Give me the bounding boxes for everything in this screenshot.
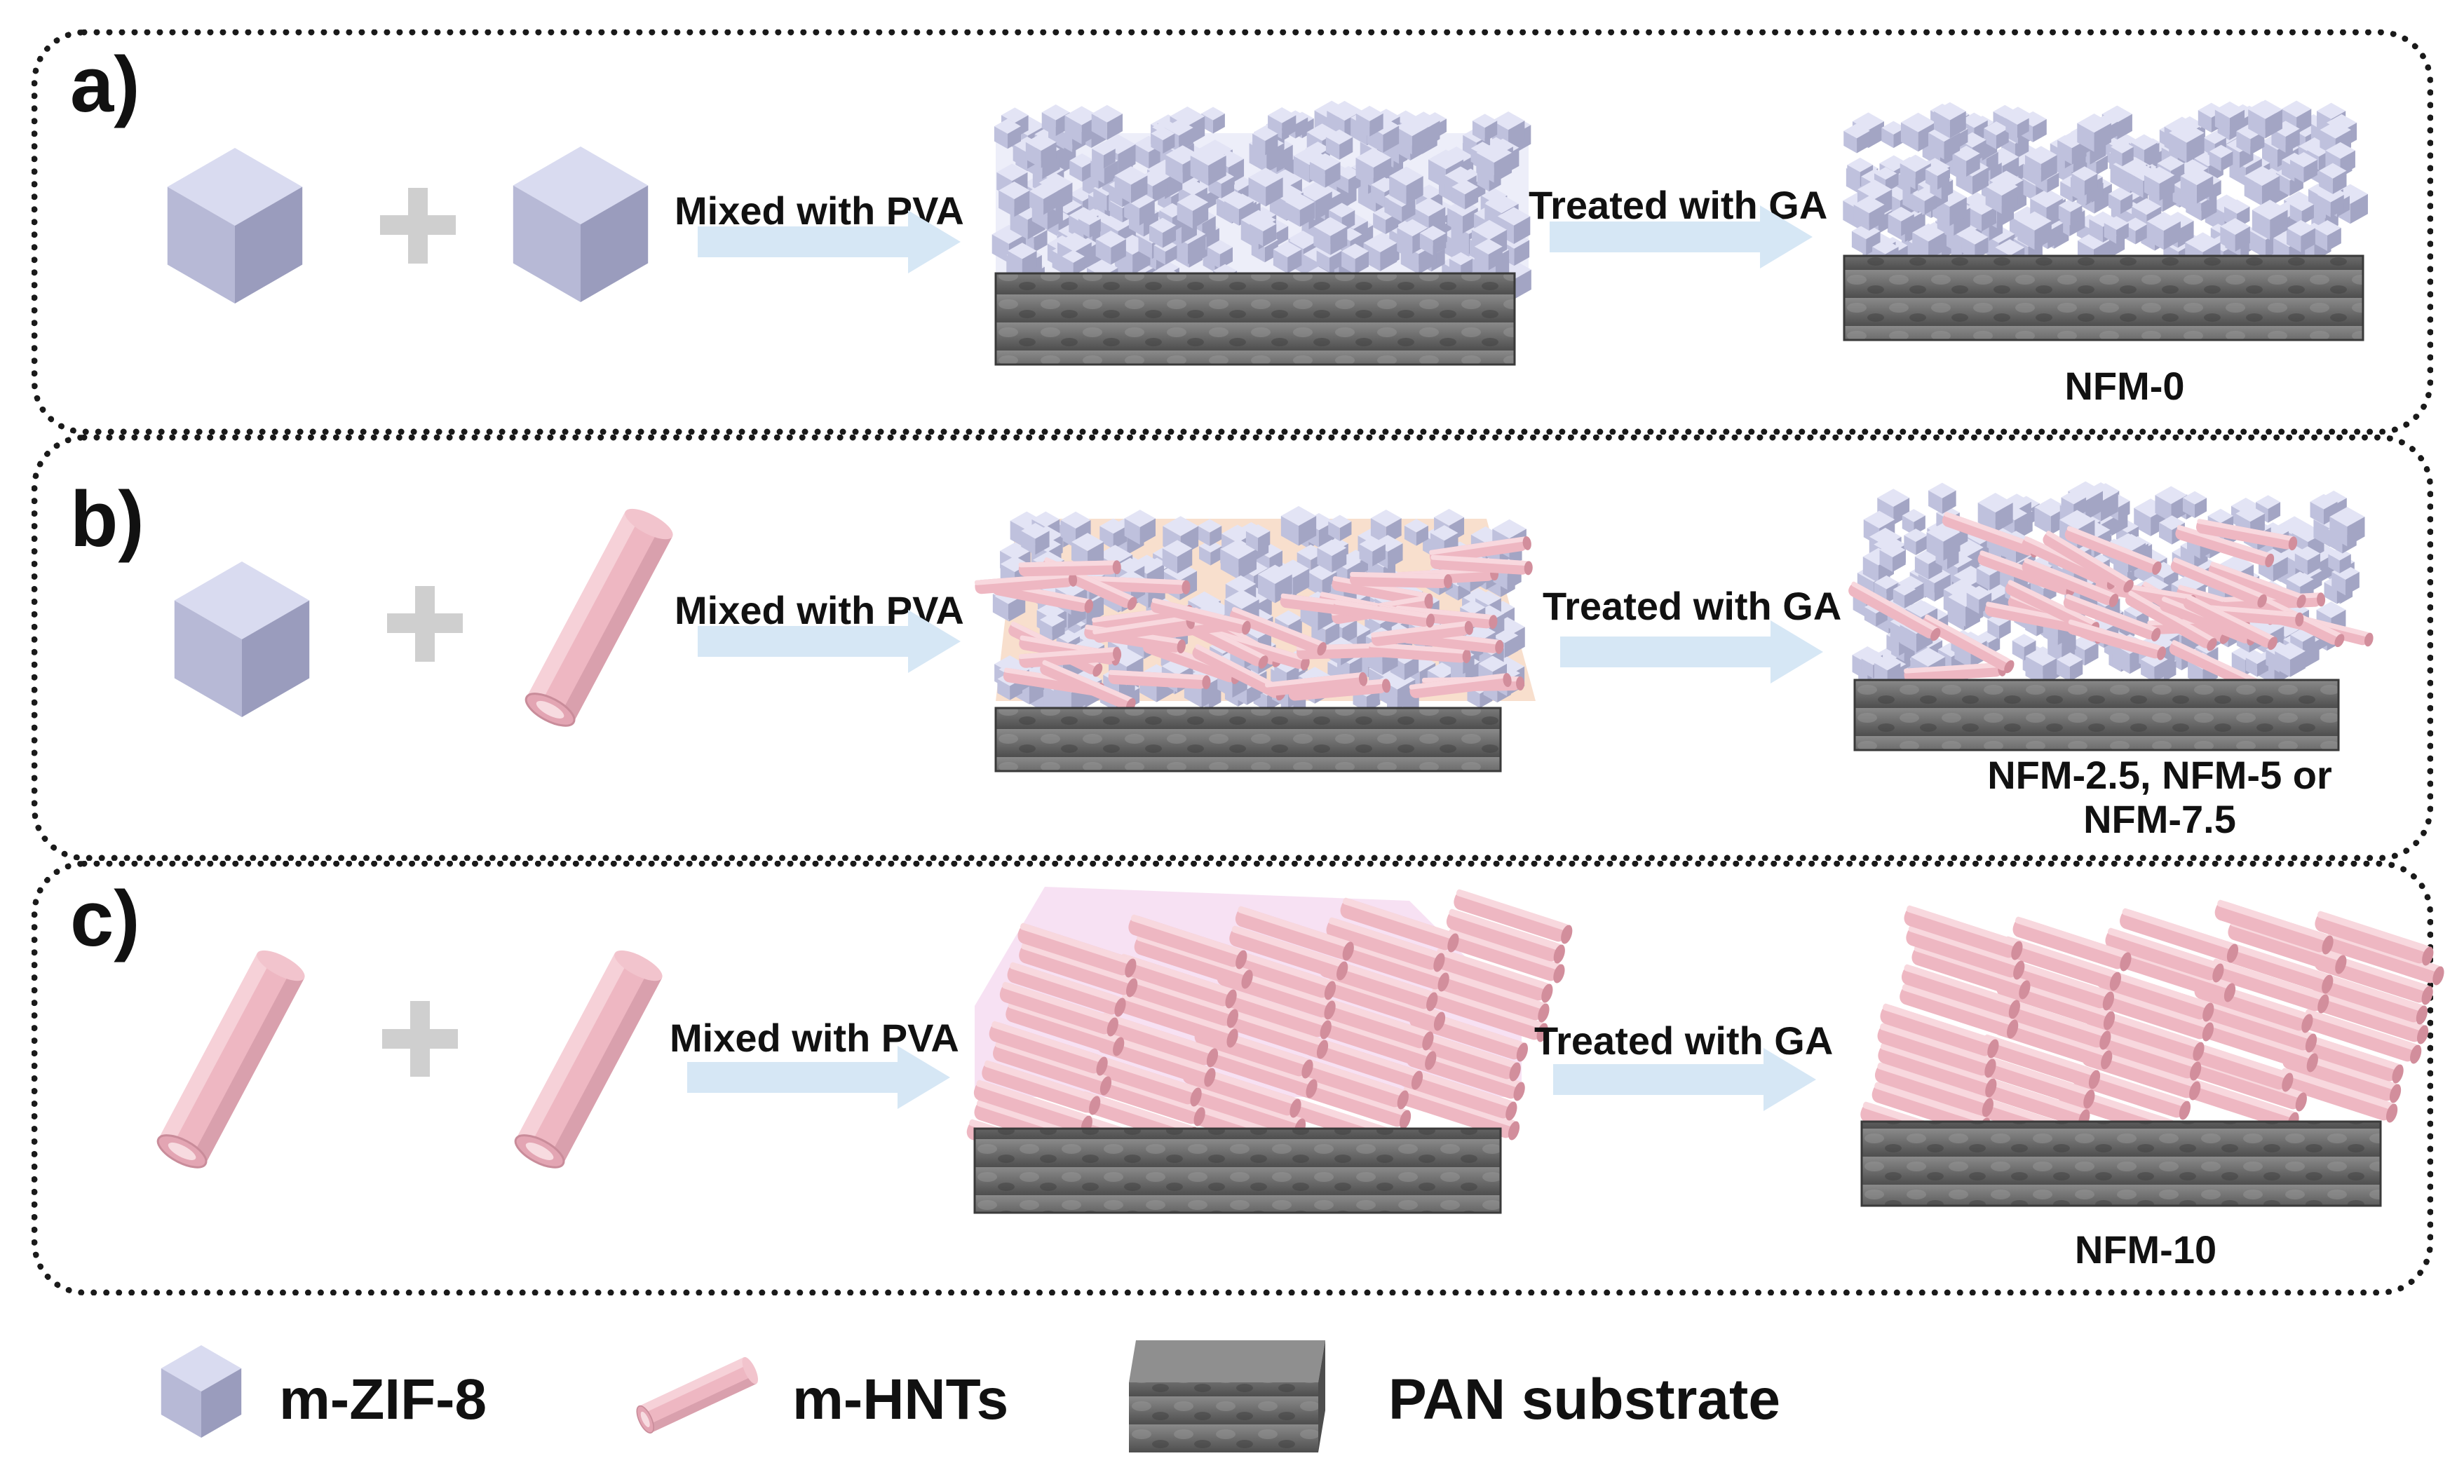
hnt-tube-icon [510, 943, 668, 1175]
plus-icon-vertical [408, 188, 428, 264]
product-label: NFM-0 [2064, 364, 2185, 408]
legend-zif-label: m-ZIF-8 [279, 1368, 487, 1431]
product-label-line2: NFM-7.5 [2083, 796, 2236, 841]
arrow-icon [1560, 620, 1823, 683]
legend-hnt-label: m-HNTs [792, 1368, 1009, 1431]
plus-icon-vertical [415, 586, 435, 662]
step1-label: Mixed with PVA [670, 1016, 959, 1060]
product-label-line1: NFM-2.5, NFM-5 or [1987, 753, 2332, 797]
panel-a [32, 29, 2433, 435]
plus-icon-vertical [410, 1001, 430, 1077]
step2-label: Treated with GA [1543, 584, 1842, 628]
panel-c-letter: c) [70, 875, 140, 962]
panel-b [32, 435, 2433, 861]
panel-c [32, 861, 2433, 1295]
zif-particle-icon [174, 561, 310, 717]
legend-zif-icon [161, 1345, 242, 1438]
legend-pan-label: PAN substrate [1388, 1368, 1780, 1431]
panel-a-letter: a) [70, 41, 140, 128]
step2-label: Treated with GA [1534, 1019, 1834, 1063]
legend-pan-icon [1129, 1340, 1325, 1452]
arrow-icon [687, 1046, 950, 1109]
product-label: NFM-10 [2074, 1227, 2217, 1272]
hnt-tube-icon [152, 943, 311, 1175]
product-label: NFM-2.5, NFM-5 or NFM-7.5 [1893, 753, 2426, 841]
panel-b-letter: b) [70, 475, 144, 563]
